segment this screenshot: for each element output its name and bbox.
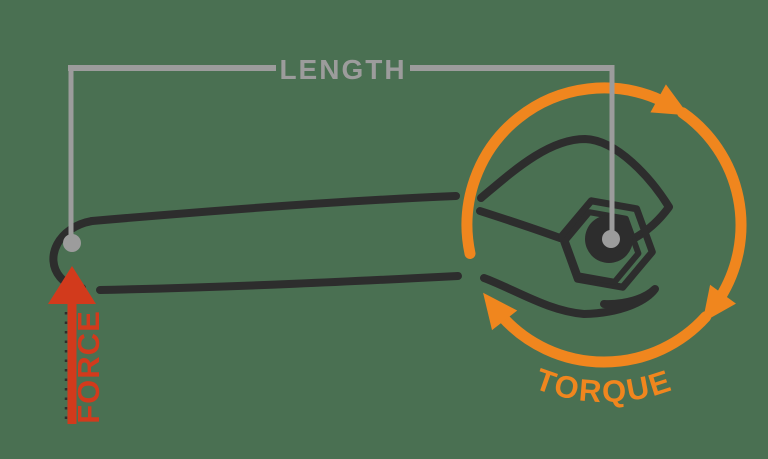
force-arrow-shaft	[67, 300, 77, 424]
wrench-head-upper-jaw	[477, 135, 673, 243]
force-label: FORCE	[71, 310, 106, 424]
torque-arc-right	[677, 107, 747, 304]
length-dimension: LENGTH	[63, 54, 620, 252]
torque-arrowhead-top-right-icon	[650, 84, 689, 116]
wrench-handle-bottom-edge	[96, 272, 462, 294]
torque-arc-left-top	[461, 82, 668, 259]
torque-arc-bottom	[496, 311, 712, 368]
torque-arrowhead-bottom-left-icon	[483, 292, 518, 331]
wrench-jaw-inner-edge	[476, 207, 564, 242]
nut-inner-hexagon	[562, 209, 642, 285]
torque-arrowhead-bottom-right-icon	[702, 284, 736, 323]
force-arrowhead-icon	[48, 266, 96, 304]
torque-rotation-arrow	[461, 82, 747, 368]
force-arrow: FORCE	[48, 266, 106, 424]
length-label: LENGTH	[279, 54, 406, 85]
wrench-head-lower-jaw	[480, 274, 659, 318]
length-endpoint-dot-right	[602, 230, 620, 248]
length-endpoint-dot-left	[63, 234, 81, 252]
wrench-handle-top-edge	[88, 192, 460, 225]
nut-outer-hexagon	[558, 197, 656, 291]
